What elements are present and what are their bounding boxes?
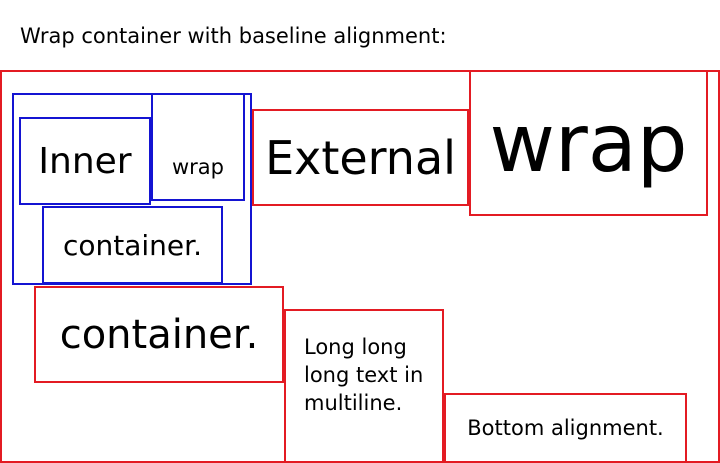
item-inner: Inner <box>19 117 151 205</box>
item-wrap-big-label: wrap <box>489 96 688 190</box>
item-container-small: container. <box>42 206 223 284</box>
page-heading: Wrap container with baseline alignment: <box>20 24 447 48</box>
item-wrap-big: wrap <box>469 70 708 216</box>
item-inner-label: Inner <box>38 140 132 182</box>
inner-wrap-container <box>12 93 252 285</box>
item-long-text-label: Long long long text in multiline. <box>304 335 424 415</box>
item-bottom-alignment: Bottom alignment. <box>444 393 687 463</box>
item-container-small-label: container. <box>62 228 202 262</box>
item-external-label: External <box>265 130 456 185</box>
item-long-text: Long long long text in multiline. <box>284 309 444 463</box>
item-wrap-small: wrap <box>151 93 245 201</box>
item-container-big-label: container. <box>59 311 259 358</box>
item-wrap-small-label: wrap <box>171 155 224 179</box>
item-external: External <box>252 109 469 206</box>
item-bottom-alignment-label: Bottom alignment. <box>467 416 664 440</box>
item-container-big: container. <box>34 286 284 383</box>
